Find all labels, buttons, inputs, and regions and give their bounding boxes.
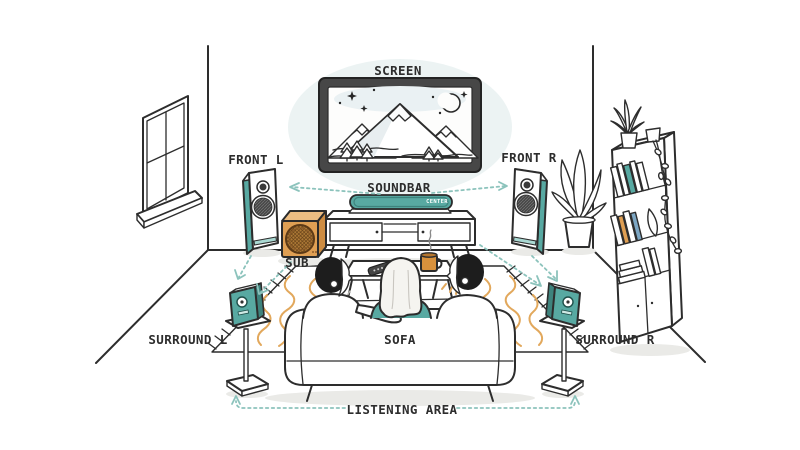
subwoofer-label: SUB bbox=[285, 255, 309, 270]
shelf-top-plants bbox=[610, 99, 683, 254]
face-profile bbox=[446, 255, 461, 295]
window bbox=[136, 95, 203, 229]
ear bbox=[460, 276, 470, 286]
soundbar bbox=[348, 194, 453, 214]
arrow-sub-to-surround-left bbox=[260, 261, 292, 293]
front-left-label: FRONT L bbox=[228, 152, 284, 167]
front-right-label: FRONT R bbox=[501, 150, 557, 165]
sub-grille-icon bbox=[285, 224, 315, 254]
face-profile bbox=[338, 258, 353, 297]
surround-left-label: SURROUND L bbox=[148, 332, 228, 347]
books-shelf-1 bbox=[609, 160, 650, 198]
surround-right-label: SURROUND R bbox=[575, 332, 655, 347]
ear bbox=[329, 279, 339, 289]
mug bbox=[420, 229, 443, 272]
arrow-stand-to-surround-right bbox=[479, 244, 541, 286]
soundbar-center-badge: CENTER bbox=[426, 199, 448, 205]
person-right bbox=[436, 254, 498, 319]
listening-area-span bbox=[231, 395, 580, 409]
front-left-speaker bbox=[242, 168, 281, 257]
surround-right-speaker bbox=[539, 282, 585, 398]
books-shelf-2 bbox=[609, 208, 659, 247]
connection-arrows bbox=[234, 181, 558, 295]
listening-area-label: LISTENING AREA bbox=[346, 402, 458, 417]
subwoofer bbox=[278, 210, 327, 266]
screen-art-mountain-night bbox=[327, 86, 479, 162]
arrow-front-left-to-surround-left bbox=[238, 255, 252, 278]
left-floor-line bbox=[95, 249, 209, 364]
soundbar-label: SOUNDBAR bbox=[367, 180, 431, 195]
floor-plant bbox=[551, 149, 607, 255]
tv bbox=[288, 59, 512, 195]
bookshelf bbox=[609, 99, 690, 356]
soundbar-body bbox=[349, 194, 453, 210]
sofa bbox=[265, 308, 535, 406]
arrow-front-right-to-surround-right bbox=[531, 255, 557, 280]
front-right-speaker bbox=[511, 168, 549, 256]
books-shelf-3 bbox=[617, 246, 662, 285]
arrow-soundbar-to-front-left bbox=[291, 186, 381, 195]
vine-leaves bbox=[654, 148, 683, 254]
arrow-soundbar-to-front-right bbox=[431, 185, 507, 194]
screen-label: SCREEN bbox=[374, 63, 422, 78]
surround-left-speaker bbox=[225, 282, 271, 398]
sofa-legs bbox=[306, 384, 494, 402]
head bbox=[315, 257, 347, 293]
head bbox=[452, 254, 484, 290]
long-hair bbox=[378, 257, 423, 319]
person-center bbox=[370, 257, 432, 319]
person-left bbox=[302, 257, 402, 324]
steam-icon bbox=[428, 229, 432, 251]
sofa-label: SOFA bbox=[384, 332, 416, 347]
pine-trees-icon bbox=[339, 140, 444, 162]
